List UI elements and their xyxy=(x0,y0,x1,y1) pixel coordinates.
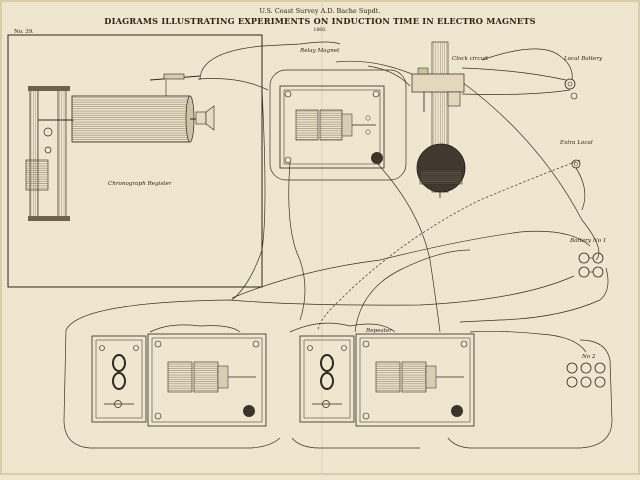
lower-left-key xyxy=(91,335,147,423)
chronograph-register-label: Chronograph Register xyxy=(108,181,172,187)
drum xyxy=(71,95,191,143)
chronograph-register-frame xyxy=(7,34,263,288)
clock-circuit-label: Clock circuit xyxy=(452,56,489,62)
extra-local: Extra Local xyxy=(559,140,593,169)
extra-local-label: Extra Local xyxy=(559,140,593,146)
battery-no2: No 2 xyxy=(566,354,606,388)
no2-label: No 2 xyxy=(581,354,596,360)
local-battery-label: Local Battery xyxy=(563,56,603,62)
plate-number: No. 39. xyxy=(14,29,34,35)
relay-magnet-label: Relay Magnet xyxy=(299,48,340,54)
repeater: Repeater xyxy=(355,328,475,427)
battery-no1: Battery No 1 xyxy=(569,238,606,278)
clock-circuit: Clock circuit xyxy=(411,41,489,198)
year: 1860. xyxy=(313,27,327,33)
survey-line: U.S. Coast Survey A.D. Bache Supdt. xyxy=(260,7,381,15)
lower-right-key xyxy=(299,335,355,423)
lower-left-magnet xyxy=(147,333,267,427)
relay-magnet: Relay Magnet xyxy=(269,48,407,181)
battery-no1-label: Battery No 1 xyxy=(569,238,606,244)
chronograph-register: Chronograph Register xyxy=(25,73,215,221)
local-battery: Local Battery xyxy=(563,56,603,100)
wiring xyxy=(63,41,613,449)
repeater-label: Repeater xyxy=(365,328,392,334)
pendulum-bob xyxy=(416,143,466,193)
page-title: DIAGRAMS ILLUSTRATING EXPERIMENTS ON IND… xyxy=(104,16,535,26)
